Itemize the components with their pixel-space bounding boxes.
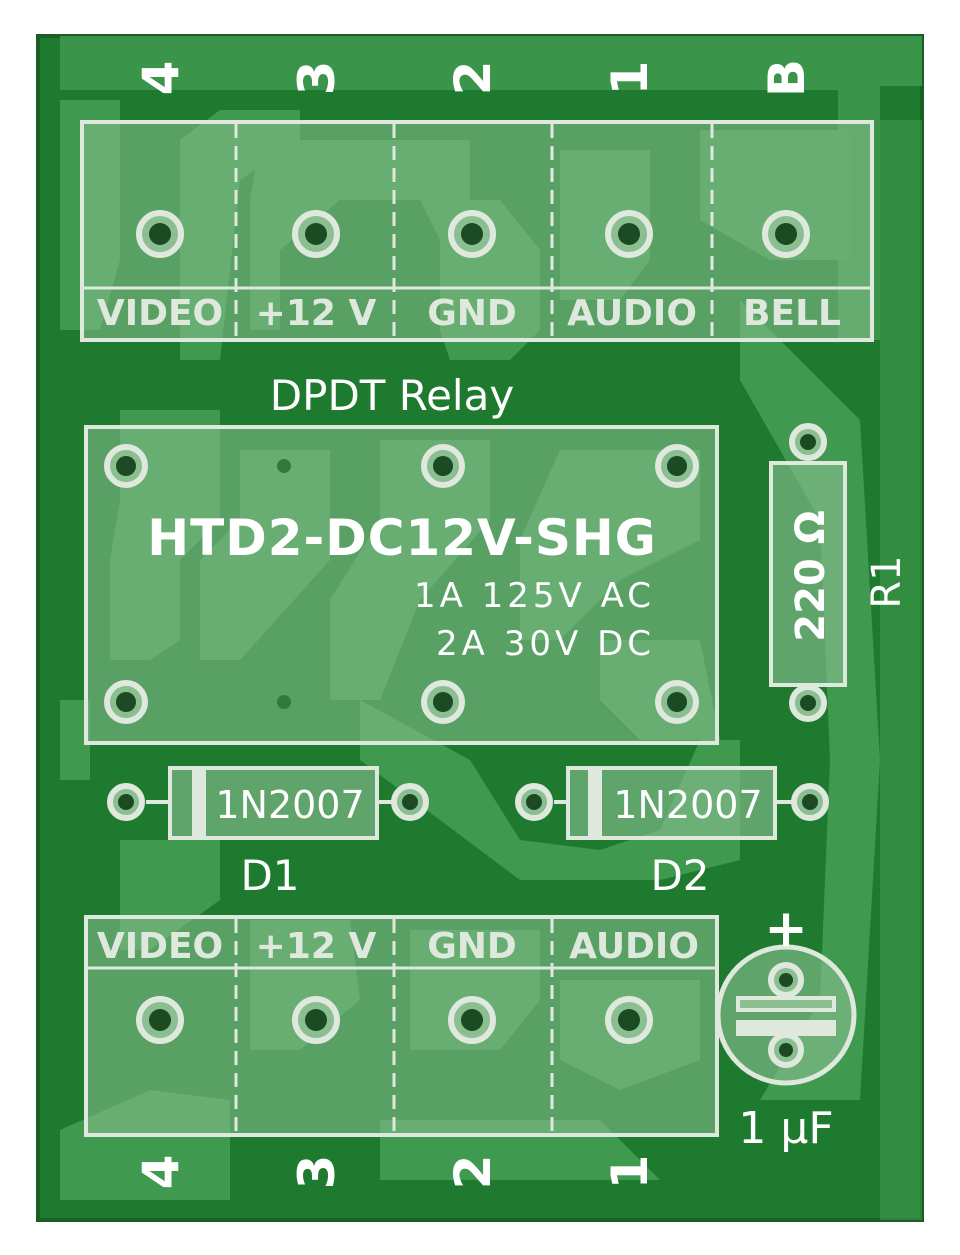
top-pin-numbers: 4 3 2 1 B [132, 59, 816, 97]
diode-part: 1N2007 [215, 783, 364, 827]
top-pin-number: 2 [444, 61, 502, 96]
relay: DPDT Relay HTD2-DC12V-SHG 1A 125V AC 2A … [84, 371, 719, 745]
diode-ref: D2 [650, 851, 709, 900]
top-pin-number: 1 [601, 61, 659, 96]
diode-body-icon [566, 766, 777, 840]
capacitor-plate [736, 1020, 836, 1036]
top-connector: VIDEO +12 V GND AUDIO BELL 4 3 2 1 B [80, 59, 874, 342]
resistor-ref: R1 [864, 555, 910, 608]
relay-rating-ac: 1A 125V AC [414, 576, 655, 616]
relay-rating-dc: 2A 30V DC [436, 624, 655, 664]
capacitor-value: 1 µF [738, 1103, 833, 1154]
bottom-pin-number: 4 [132, 1155, 190, 1190]
diode-ref: D1 [240, 851, 299, 900]
capacitor: + 1 µF [715, 899, 857, 1154]
bottom-connector: VIDEO +12 V GND AUDIO 4 3 2 1 [84, 915, 719, 1190]
diode-d2: 1N2007 D2 [515, 766, 829, 900]
bottom-label-audio: AUDIO [569, 926, 699, 967]
diode-cathode-band [588, 768, 602, 838]
bottom-pin-number: 2 [444, 1155, 502, 1190]
relay-title: DPDT Relay [270, 371, 514, 420]
diode-part: 1N2007 [613, 783, 762, 827]
top-connector-labels: VIDEO +12 V GND AUDIO BELL [97, 293, 841, 334]
bottom-connector-labels: VIDEO +12 V GND AUDIO [97, 926, 699, 967]
top-pins [136, 210, 810, 258]
bottom-pin-number: 1 [601, 1155, 659, 1190]
bottom-label-gnd: GND [427, 926, 517, 967]
diode-d1: 1N2007 D1 [107, 766, 429, 900]
capacitor-outline-icon [715, 944, 857, 1086]
bottom-pin-numbers: 4 3 2 1 [132, 1155, 659, 1190]
top-label-video: VIDEO [97, 293, 223, 334]
top-pin-number: 3 [288, 61, 346, 96]
bottom-label-video: VIDEO [97, 926, 223, 967]
resistor-value: 220 Ω [788, 510, 834, 641]
resistor-r1: 220 Ω R1 [769, 423, 910, 722]
relay-part-number: HTD2-DC12V-SHG [147, 509, 656, 567]
top-label-gnd: GND [427, 293, 517, 334]
relay-outline [84, 425, 719, 745]
diode-cathode-band [192, 768, 206, 838]
top-label-bell: BELL [743, 293, 841, 334]
resistor-body [769, 461, 847, 687]
bottom-pins [136, 996, 653, 1044]
top-label-12v: +12 V [256, 293, 377, 334]
capacitor-plate [736, 996, 836, 1012]
bottom-label-12v: +12 V [256, 926, 377, 967]
top-label-audio: AUDIO [567, 293, 697, 334]
capacitor-polarity: + [764, 899, 808, 959]
bottom-pin-number: 3 [288, 1155, 346, 1190]
top-pin-number: B [758, 59, 816, 97]
top-pin-number: 4 [132, 61, 190, 96]
